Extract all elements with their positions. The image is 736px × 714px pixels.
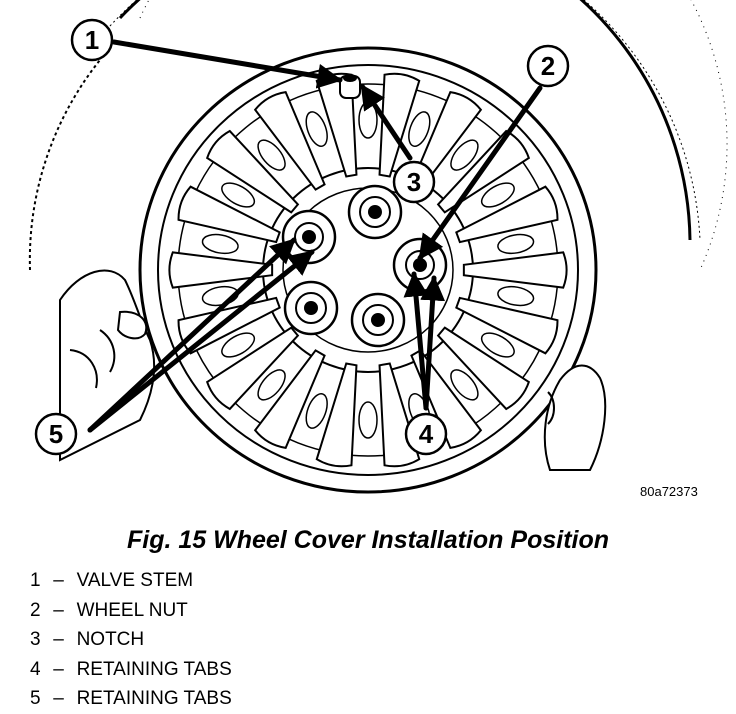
spoke bbox=[315, 362, 358, 468]
vent-slot bbox=[305, 393, 328, 429]
leader-5b bbox=[87, 249, 315, 433]
callout-4: 4 bbox=[404, 412, 448, 456]
vent-slot bbox=[257, 139, 286, 171]
left-hand bbox=[59, 269, 156, 462]
callout-5: 5 bbox=[34, 412, 78, 456]
vent-slot bbox=[408, 111, 431, 147]
legend-label: NOTCH bbox=[76, 629, 145, 650]
vent-slot bbox=[221, 332, 256, 358]
figure-caption: Fig. 15 Wheel Cover Installation Positio… bbox=[126, 526, 610, 554]
leader-4b bbox=[420, 275, 446, 411]
legend-number: 5 bbox=[30, 688, 41, 709]
legend-label: RETAINING TABS bbox=[76, 688, 232, 709]
leader-4a bbox=[403, 271, 429, 411]
svg-text:5: 5 bbox=[49, 419, 63, 449]
spoke bbox=[253, 91, 326, 191]
lug-nut bbox=[392, 237, 448, 293]
vent-slot bbox=[450, 139, 479, 171]
svg-text:4: 4 bbox=[419, 419, 434, 449]
lug-nut bbox=[283, 280, 339, 336]
spoke bbox=[436, 326, 531, 411]
legend-label: WHEEL NUT bbox=[76, 599, 188, 621]
figure-code: 80a72373 bbox=[640, 484, 698, 499]
legend-list: 1–VALVE STEM 2–WHEEL NUT 3–NOTCH 4–RETAI… bbox=[30, 566, 232, 714]
spoke bbox=[168, 251, 274, 289]
legend-item: 1–VALVE STEM bbox=[30, 570, 194, 591]
legend-number: 1 bbox=[30, 570, 41, 591]
leader-2 bbox=[417, 85, 543, 261]
spoke bbox=[253, 349, 326, 449]
spoke bbox=[378, 72, 421, 178]
legend-label: RETAINING TABS bbox=[76, 658, 232, 680]
vent-slot bbox=[480, 182, 515, 208]
vent-slot bbox=[480, 332, 515, 358]
callout-2: 2 bbox=[526, 44, 570, 88]
spoke bbox=[205, 326, 300, 411]
spoke bbox=[455, 185, 559, 244]
vent-slot bbox=[497, 233, 535, 255]
vent-slot bbox=[201, 233, 239, 255]
legend-item: 5–RETAINING TABS bbox=[30, 688, 232, 709]
spoke bbox=[455, 296, 559, 355]
vent-slot bbox=[450, 369, 479, 401]
right-hand bbox=[543, 364, 607, 471]
wheel-spokes bbox=[168, 72, 568, 468]
valve-stem bbox=[339, 74, 361, 99]
lug-nut bbox=[350, 292, 406, 348]
vent-slot bbox=[305, 111, 328, 147]
leader-5a bbox=[87, 237, 297, 433]
wheel-cover bbox=[138, 46, 598, 494]
legend-number: 3 bbox=[30, 629, 41, 650]
spoke bbox=[410, 91, 483, 191]
vent-slot bbox=[497, 285, 535, 307]
svg-text:1: 1 bbox=[85, 25, 99, 55]
vent-slot bbox=[221, 182, 256, 208]
spoke bbox=[462, 251, 568, 289]
legend-item: 3–NOTCH bbox=[30, 629, 145, 650]
callout-3: 3 bbox=[392, 160, 436, 204]
callout-1: 1 bbox=[70, 18, 114, 62]
tire-outline bbox=[28, 0, 728, 271]
svg-text:3: 3 bbox=[407, 167, 421, 197]
spoke bbox=[177, 185, 281, 244]
svg-text:2: 2 bbox=[541, 51, 555, 81]
leader-1 bbox=[111, 39, 343, 89]
leader-3 bbox=[359, 83, 413, 161]
lug-nut bbox=[347, 184, 403, 240]
vent-slot bbox=[358, 401, 378, 439]
legend-item: 2–WHEEL NUT bbox=[30, 599, 188, 621]
spoke bbox=[205, 129, 300, 214]
legend-item: 4–RETAINING TABS bbox=[30, 658, 232, 680]
legend-number: 4 bbox=[30, 658, 41, 680]
legend-label: VALVE STEM bbox=[76, 570, 194, 591]
leader-lines bbox=[87, 39, 543, 433]
vent-slot bbox=[257, 369, 286, 401]
legend-number: 2 bbox=[30, 599, 41, 621]
wheel-cover-illustration: 1 2 3 4 5 bbox=[28, 0, 728, 494]
